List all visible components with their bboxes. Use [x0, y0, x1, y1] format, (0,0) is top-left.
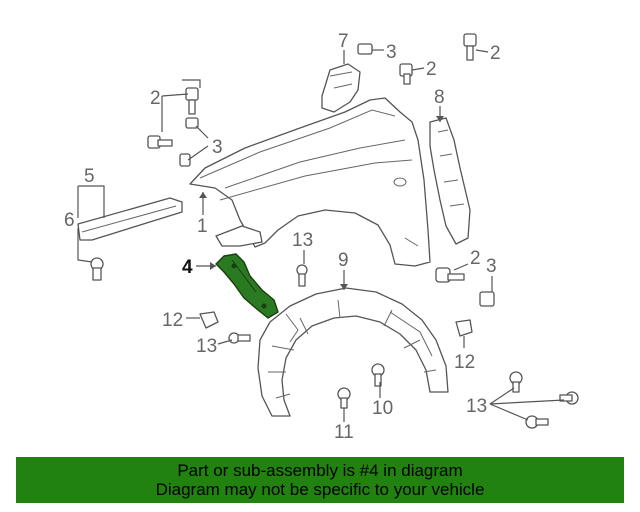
bolt-icon — [435, 267, 465, 283]
fender-molding — [77, 197, 183, 241]
parts-diagram: 1 2 2 2 2 3 3 3 4 5 6 7 8 9 10 11 12 12 … — [64, 31, 579, 443]
callout-13: 13 — [292, 230, 313, 251]
callout-13: 13 — [466, 396, 487, 417]
screw-icon — [228, 332, 251, 344]
callout-10: 10 — [372, 398, 393, 419]
banner-line-1: Part or sub-assembly is #4 in diagram — [177, 461, 463, 480]
screw-icon — [559, 391, 579, 405]
clip-nut-icon — [185, 117, 199, 129]
part-notice-banner: Part or sub-assembly is #4 in diagram Di… — [16, 457, 624, 503]
screw-icon — [525, 415, 549, 429]
bolt-icon — [399, 63, 413, 85]
callout-2: 2 — [150, 88, 161, 109]
callout-7: 7 — [338, 31, 349, 52]
fender-bracket-upper — [321, 63, 361, 113]
clip-icon — [90, 257, 104, 281]
clip-icon — [199, 311, 219, 329]
callout-2: 2 — [490, 43, 501, 64]
callout-numbers: 1 2 2 2 2 3 3 3 4 5 6 7 8 9 10 11 12 12 … — [64, 31, 501, 443]
bolt-icon — [147, 135, 173, 149]
callout-8: 8 — [434, 87, 445, 108]
callout-13: 13 — [196, 336, 217, 357]
fender-panel — [189, 97, 431, 267]
screw-icon — [371, 363, 385, 387]
screw-icon — [509, 371, 523, 393]
callout-3: 3 — [212, 137, 223, 158]
clip-nut-icon — [357, 43, 373, 55]
callout-12: 12 — [162, 310, 183, 331]
callout-9: 9 — [338, 250, 349, 271]
callout-11: 11 — [334, 422, 354, 443]
fasteners — [90, 33, 579, 429]
banner-line-2: Diagram may not be specific to your vehi… — [155, 480, 485, 499]
screw-icon — [296, 264, 308, 287]
fender-side-brace — [429, 117, 471, 245]
fender-support-bracket-highlighted — [215, 253, 279, 319]
bolt-icon — [463, 33, 477, 61]
callout-3: 3 — [486, 256, 497, 277]
clip-icon — [455, 319, 473, 337]
callout-3: 3 — [386, 42, 397, 63]
callout-12: 12 — [454, 352, 475, 373]
fender-liner — [257, 287, 449, 417]
callout-1: 1 — [197, 216, 208, 237]
callout-6: 6 — [64, 210, 75, 231]
clip-nut-icon — [479, 291, 495, 307]
callout-2: 2 — [426, 59, 437, 80]
arrowheads — [199, 116, 444, 290]
callout-4-highlighted: 4 — [182, 257, 193, 278]
callout-2: 2 — [470, 248, 481, 269]
bolt-icon — [185, 87, 199, 115]
callout-5: 5 — [84, 166, 95, 187]
clip-nut-icon — [179, 153, 191, 167]
screw-icon — [337, 387, 351, 409]
